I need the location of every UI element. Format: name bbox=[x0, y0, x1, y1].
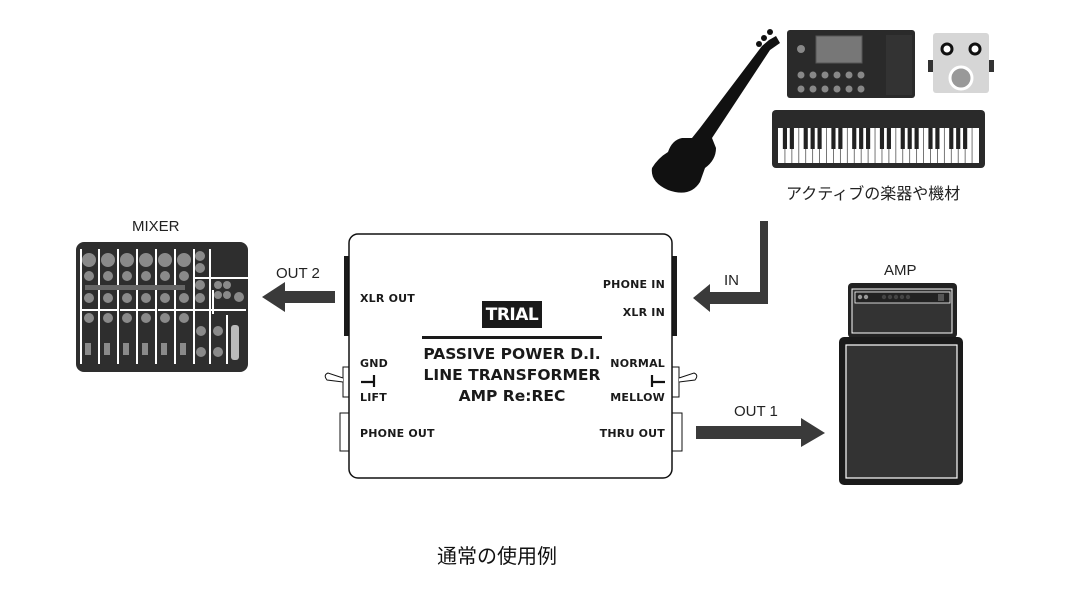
normal-mellow-toggle-icon bbox=[678, 372, 698, 383]
black-key bbox=[831, 128, 836, 149]
amp-icon bbox=[839, 283, 963, 485]
black-key bbox=[838, 128, 843, 149]
out1-label: OUT 1 bbox=[734, 403, 778, 420]
lift-label: LIFT bbox=[360, 391, 387, 404]
thru-out-label: THRU OUT bbox=[599, 427, 665, 440]
amp-label: AMP bbox=[884, 262, 917, 279]
keyboard-icon bbox=[772, 110, 985, 168]
gnd-lift-switch-icon bbox=[361, 375, 376, 387]
phone-out-label: PHONE OUT bbox=[360, 427, 435, 440]
black-key bbox=[928, 128, 933, 149]
black-key bbox=[935, 128, 940, 149]
black-key bbox=[817, 128, 822, 149]
multi-effects-icon bbox=[787, 30, 915, 98]
black-key bbox=[914, 128, 919, 149]
black-key bbox=[803, 128, 808, 149]
normal-mellow-switch-icon bbox=[650, 375, 665, 387]
black-key bbox=[852, 128, 857, 149]
in-label: IN bbox=[724, 272, 739, 289]
black-key bbox=[900, 128, 905, 149]
di-title-line-2: LINE TRANSFORMER bbox=[423, 366, 601, 384]
di-title-line-3: AMP Re:REC bbox=[458, 387, 566, 405]
caption: 通常の使用例 bbox=[437, 546, 557, 568]
black-key bbox=[949, 128, 954, 149]
mixer-label: MIXER bbox=[132, 218, 180, 235]
di-box bbox=[324, 233, 698, 479]
in-arrow bbox=[693, 221, 768, 312]
white-key-divider bbox=[971, 128, 973, 163]
phone-in-label: PHONE IN bbox=[602, 278, 665, 291]
trial-logo-bg bbox=[482, 301, 542, 328]
normal-label: NORMAL bbox=[610, 357, 665, 370]
black-key bbox=[963, 128, 968, 149]
di-title: PASSIVE POWER D.I. LINE TRANSFORMER AMP … bbox=[412, 344, 612, 407]
black-key bbox=[956, 128, 961, 149]
white-key-divider bbox=[895, 128, 897, 163]
black-key bbox=[886, 128, 891, 149]
white-key-divider bbox=[943, 128, 945, 163]
gnd-lift-toggle-icon bbox=[324, 372, 344, 383]
black-key bbox=[810, 128, 815, 149]
white-key-divider bbox=[826, 128, 827, 163]
black-key bbox=[782, 128, 788, 149]
xlr-out-label: XLR OUT bbox=[360, 292, 415, 305]
black-key bbox=[879, 128, 885, 149]
divider bbox=[422, 336, 602, 339]
bass-guitar-icon bbox=[651, 29, 780, 193]
trial-logo: TRIAL bbox=[485, 304, 539, 325]
out2-label: OUT 2 bbox=[276, 265, 320, 282]
gnd-label: GND bbox=[360, 357, 388, 370]
out1-arrow bbox=[696, 418, 825, 447]
black-key bbox=[866, 128, 871, 149]
black-key bbox=[859, 128, 864, 149]
black-key bbox=[907, 128, 912, 149]
black-key bbox=[789, 128, 794, 149]
mellow-label: MELLOW bbox=[610, 391, 665, 404]
white-key-divider bbox=[923, 128, 924, 163]
di-title-line-1: PASSIVE POWER D.I. bbox=[423, 345, 601, 363]
white-key-divider bbox=[874, 128, 876, 163]
white-key-divider bbox=[846, 128, 848, 163]
mixer-icon bbox=[76, 242, 248, 372]
effects-pedal-icon bbox=[928, 33, 994, 93]
instruments-label: アクティブの楽器や機材 bbox=[786, 186, 961, 203]
white-key-divider bbox=[798, 128, 800, 163]
xlr-in-label: XLR IN bbox=[622, 306, 665, 319]
out2-arrow bbox=[262, 282, 335, 312]
